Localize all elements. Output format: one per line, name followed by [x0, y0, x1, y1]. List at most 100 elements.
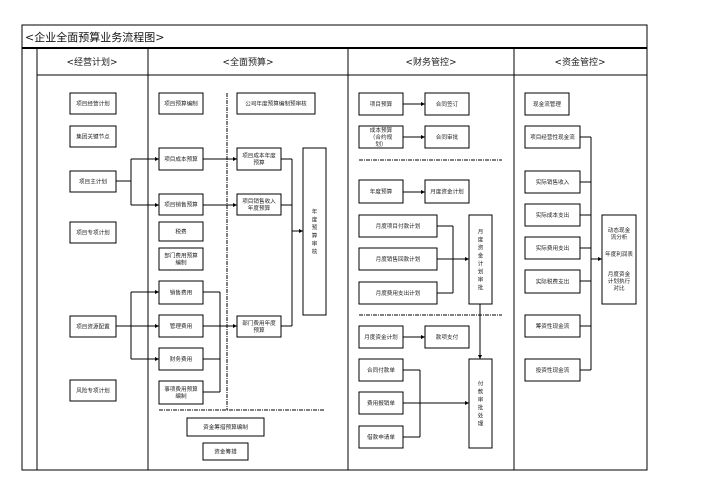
process-box-project-cost-annual-budget: 项目成本年度预算	[236, 147, 282, 171]
box-frame	[524, 358, 581, 382]
process-box-project-special-plan: 项目专项计划	[69, 221, 117, 244]
process-box-fund-raising: 资金筹措	[202, 442, 249, 461]
box-label: 成本预算（合约规划）	[370, 126, 393, 148]
box-label: 合同付款单	[367, 366, 395, 374]
box-label: 部门费用年度预算	[242, 319, 276, 334]
box-label: 项目成本年度预算	[242, 152, 276, 167]
box-frame	[158, 147, 204, 171]
process-box-loan-application-form: 借款申请单	[358, 425, 404, 449]
box-frame	[158, 193, 204, 216]
box-label: 实际销售收入	[536, 178, 570, 186]
box-frame	[69, 379, 117, 402]
process-box-fund-raising-budget-compile: 资金筹措预算编制	[186, 417, 265, 437]
process-box-monthly-sales-collection-plan: 月度销售回款计划	[358, 247, 438, 271]
box-label: 税费	[175, 228, 187, 236]
process-box-actual-cost-expenditure: 实际成本支出	[524, 203, 581, 227]
process-box-monthly-expense-plan: 月度费用支出计划	[358, 281, 438, 305]
process-box-payment: 款项支付	[424, 325, 470, 349]
box-label: 年度利润表	[605, 250, 633, 258]
process-box-dept-expense-annual-budget: 部门费用年度预算	[236, 315, 282, 338]
arrowhead-icon	[598, 257, 602, 261]
arrowhead-icon	[478, 355, 482, 359]
box-frame	[358, 92, 404, 116]
box-label: 项目资源配置	[76, 323, 110, 331]
connectors	[116, 102, 602, 438]
box-label: 销售费用	[170, 289, 192, 297]
process-box-admin-expense: 管理费用	[158, 314, 204, 338]
process-box-monthly-fund-plan: 月度资金计划	[424, 179, 470, 204]
box-frame	[358, 247, 438, 271]
box-label: 实际成本支出	[536, 211, 570, 219]
box-label: 项目销售预算	[164, 201, 198, 209]
box-label: 实际税费支出	[536, 278, 570, 286]
arrowhead-icon	[155, 157, 159, 161]
box-label: 财务费用	[170, 355, 192, 363]
process-box-cash-flow-management: 现金流管理	[524, 92, 570, 116]
process-box-annual-budget: 年度预算	[358, 179, 404, 204]
arrowhead-icon	[465, 257, 469, 261]
box-frame	[69, 125, 117, 148]
box-frame	[69, 221, 117, 244]
box-frame	[468, 358, 493, 449]
arrowhead-icon	[421, 190, 425, 194]
process-box-annual-budget-review: 年度预算审核	[302, 147, 327, 316]
process-box-group-key-nodes: 集团关键节点	[69, 125, 117, 148]
arrowhead-icon	[421, 102, 425, 106]
process-box-item-expense-budget-compile: 事项费用预算编制	[158, 380, 204, 405]
process-box-project-operation-plan: 项目经营计划	[69, 92, 117, 115]
process-box-actual-sales-income: 实际销售收入	[524, 170, 581, 194]
box-frame	[236, 193, 282, 216]
box-label: 月度资金计划	[364, 333, 398, 341]
box-label: 合同签订	[436, 100, 459, 108]
arrowhead-icon	[233, 324, 237, 328]
arrowhead-icon	[155, 290, 159, 294]
process-box-monthly-fund-plan-approval: 月度资金计划审批	[468, 214, 493, 305]
process-box-contract-payment-form: 合同付款单	[358, 358, 404, 382]
box-label: 项目主计划	[79, 178, 107, 186]
box-frame	[358, 281, 438, 305]
box-frame	[358, 425, 404, 449]
process-box-project-sales-income-annual-budget: 项目销售收入年度预算	[236, 193, 282, 216]
box-frame	[158, 247, 204, 271]
box-frame	[524, 236, 581, 260]
box-frame	[424, 179, 470, 204]
box-label: 合同审批	[436, 133, 459, 141]
process-box-project-budget-compile: 项目预算编制	[158, 92, 204, 115]
process-box-monthly-fund-plan-2: 月度资金计划	[358, 325, 404, 349]
box-label: 实际费用支出	[536, 244, 570, 252]
box-frame	[358, 391, 404, 415]
process-box-expense-reimbursement-form: 费用报销单	[358, 391, 404, 415]
arrowhead-icon	[155, 357, 159, 361]
box-frame	[524, 92, 570, 116]
box-label: 事项费用预算编制	[164, 385, 198, 400]
process-box-project-resource-allocation: 项目资源配置	[69, 315, 117, 338]
box-frame	[524, 203, 581, 227]
process-box-risk-special-plan: 风险专项计划	[69, 379, 117, 402]
box-frame	[524, 125, 581, 149]
process-box-project-operating-cash-flow: 项目经营性现金流	[524, 125, 581, 149]
box-label: 管理费用	[170, 322, 192, 330]
box-frame	[358, 179, 404, 204]
arrowhead-icon	[421, 135, 425, 139]
box-frame	[524, 269, 581, 294]
process-box-dept-expense-budget-compile: 部门费用预算编制	[158, 247, 204, 271]
box-frame	[236, 315, 282, 338]
box-frame	[424, 325, 470, 349]
process-box-contract-approval: 合同审批	[424, 125, 470, 149]
box-frame	[236, 92, 316, 115]
box-label: 付款审批处理	[478, 380, 484, 428]
box-frame	[158, 280, 204, 305]
process-box-project-cost-budget: 项目成本预算	[158, 147, 204, 171]
box-frame	[358, 214, 438, 238]
box-frame	[302, 147, 327, 316]
process-box-project-master-plan: 项目主计划	[69, 170, 117, 193]
box-frame	[358, 125, 404, 149]
column-header-finance: <财务管控>	[405, 56, 456, 68]
box-label: 项目成本预算	[164, 155, 198, 163]
arrowhead-icon	[233, 157, 237, 161]
arrowhead-icon	[233, 203, 237, 207]
box-label: 年度预算审核	[312, 208, 318, 256]
process-box-project-budget: 项目预算	[358, 92, 404, 116]
arrowhead-icon	[155, 324, 159, 328]
